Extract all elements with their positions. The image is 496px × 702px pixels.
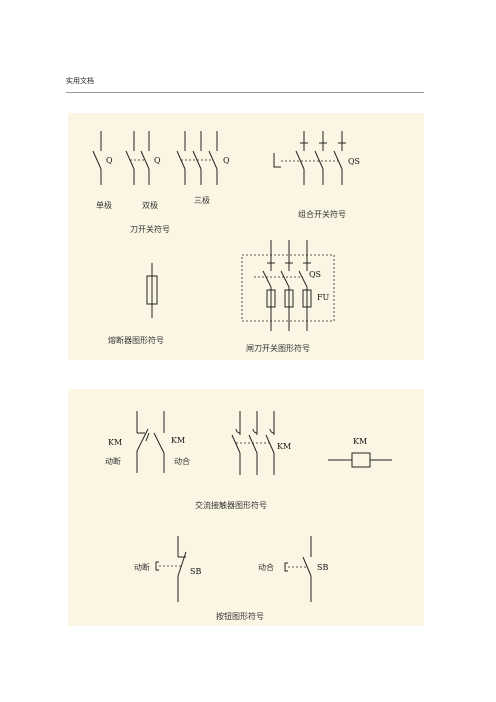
contactor-coil-km-label: KM xyxy=(353,437,367,446)
button-no-sb-label: SB xyxy=(317,563,328,572)
single-pole-q-label: Q xyxy=(106,156,113,165)
combination-switch-qs-label: QS xyxy=(348,157,360,166)
contactor-no-km-label: KM xyxy=(171,436,185,445)
button-no-symbol xyxy=(284,536,312,602)
contactor-caption: 交流接触器图形符号 xyxy=(195,500,267,510)
contactor-no-label: 动合 xyxy=(174,456,190,466)
double-pole-label: 双极 xyxy=(142,200,158,210)
contactor-button-diagram: KM 动断 KM 动合 KM xyxy=(105,411,392,621)
contactor-main-contacts-symbol xyxy=(231,411,275,475)
switch-symbols-diagram: Q Q Q 单极 双极 三极 刀开关 xyxy=(92,131,360,353)
triple-pole-label: 三极 xyxy=(194,195,210,205)
triple-pole-q-label: Q xyxy=(223,156,230,165)
contactor-button-symbols-panel: KM 动断 KM 动合 KM xyxy=(68,389,424,626)
contactor-nc-label: 动断 xyxy=(105,456,121,466)
fuse-symbol xyxy=(146,263,158,318)
contactor-nc-km-label: KM xyxy=(108,438,122,447)
button-nc-sb-label: SB xyxy=(190,567,201,576)
triple-pole-switch-symbol: Q xyxy=(176,131,230,185)
double-pole-switch-symbol: Q xyxy=(125,131,161,185)
fuse-caption: 熔断器图形符号 xyxy=(108,335,164,345)
button-caption: 按钮图形符号 xyxy=(216,611,264,621)
fuse-switch-fu-label: FU xyxy=(317,293,330,302)
button-nc-symbol xyxy=(155,536,187,602)
fuse-switch-qs-label: QS xyxy=(309,270,321,279)
knife-switch-caption: 刀开关符号 xyxy=(130,224,170,234)
fuse-switch-symbol: QS FU xyxy=(241,240,335,331)
single-pole-switch-symbol: Q xyxy=(92,131,113,185)
single-pole-label: 单极 xyxy=(96,200,112,210)
contactor-coil-symbol xyxy=(328,452,392,468)
double-pole-q-label: Q xyxy=(154,156,161,165)
page-header: 实用文档 xyxy=(66,77,94,85)
switch-symbols-panel: Q Q Q 单极 双极 三极 刀开关 xyxy=(68,113,424,360)
button-no-label: 动合 xyxy=(258,562,274,572)
contactor-main-km-label: KM xyxy=(277,442,291,451)
fuse-switch-caption: 闸刀开关图形符号 xyxy=(246,343,310,353)
header-rule xyxy=(66,92,424,93)
combination-switch-symbol: QS xyxy=(273,131,360,185)
button-nc-label: 动断 xyxy=(134,562,150,572)
combination-switch-caption: 组合开关符号 xyxy=(298,209,346,219)
contactor-nc-contact-symbol xyxy=(136,411,150,473)
contactor-no-contact-symbol xyxy=(153,411,165,473)
